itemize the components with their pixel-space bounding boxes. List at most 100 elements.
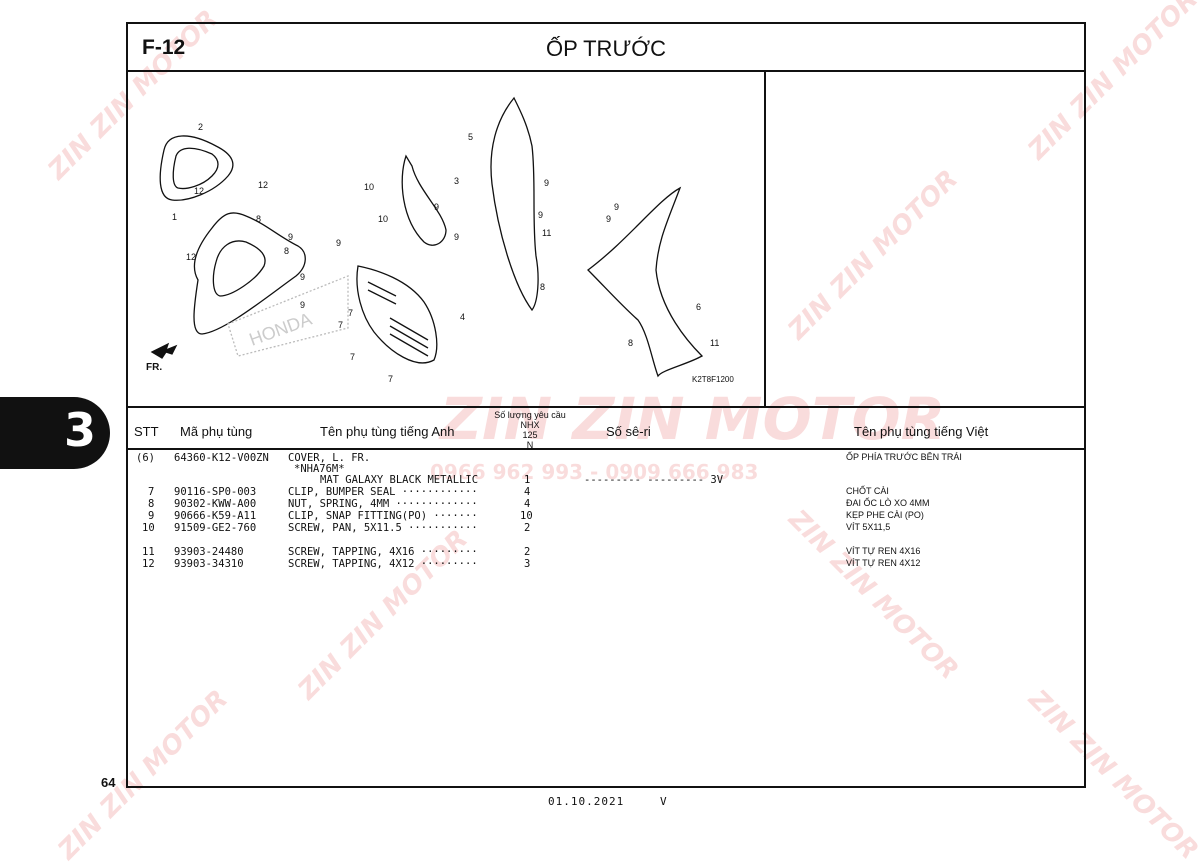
cell-part-no: 90116-SP0-003 bbox=[174, 486, 257, 498]
page-number: 64 bbox=[101, 775, 116, 790]
svg-text:7: 7 bbox=[350, 352, 355, 362]
part-4-shape bbox=[356, 265, 438, 364]
part-3-shape bbox=[401, 154, 447, 246]
cell-name-en: NUT, SPRING, 4MM ············· bbox=[288, 498, 478, 510]
table-header: STT Mã phụ tùng Tên phụ tùng tiếng Anh S… bbox=[128, 406, 1084, 450]
svg-text:9: 9 bbox=[614, 202, 619, 212]
svg-text:12: 12 bbox=[186, 252, 196, 262]
svg-text:3: 3 bbox=[454, 176, 459, 186]
svg-text:9: 9 bbox=[544, 178, 549, 188]
svg-text:9: 9 bbox=[434, 202, 439, 212]
cell-name-en: SCREW, TAPPING, 4X12 ········· bbox=[288, 558, 478, 570]
cell-name-en: MAT GALAXY BLACK METALLIC bbox=[320, 474, 479, 486]
cell-name-en: SCREW, TAPPING, 4X16 ········· bbox=[288, 546, 478, 558]
cell-name-en: *NHA76M* bbox=[294, 463, 345, 475]
cell-stt: (6) bbox=[136, 452, 155, 464]
svg-text:6: 6 bbox=[696, 302, 701, 312]
cell-qty: 2 bbox=[524, 522, 531, 534]
col-serial: Số sê-ri bbox=[606, 424, 651, 439]
part-2-shape bbox=[159, 135, 234, 201]
svg-text:9: 9 bbox=[288, 232, 293, 242]
svg-text:9: 9 bbox=[300, 272, 305, 282]
cell-stt: 7 bbox=[148, 486, 155, 498]
cell-qty: 3 bbox=[524, 558, 531, 570]
svg-text:11: 11 bbox=[710, 338, 719, 348]
svg-text:9: 9 bbox=[454, 232, 459, 242]
part-6-shape bbox=[587, 186, 704, 378]
svg-text:8: 8 bbox=[540, 282, 545, 292]
cell-part-no: 93903-34310 bbox=[174, 558, 244, 570]
parts-sheet: F-12 ỐP TRƯỚC bbox=[126, 22, 1086, 788]
cell-name-en: CLIP, SNAP FITTING(PO) ······· bbox=[288, 510, 478, 522]
cell-qty: 4 bbox=[524, 486, 531, 498]
cell-stt: 8 bbox=[148, 498, 155, 510]
svg-text:9: 9 bbox=[336, 238, 341, 248]
part-5-shape bbox=[490, 96, 539, 312]
svg-text:9: 9 bbox=[300, 300, 305, 310]
svg-text:1: 1 bbox=[172, 212, 177, 222]
svg-text:7: 7 bbox=[338, 320, 343, 330]
svg-text:10: 10 bbox=[378, 214, 388, 224]
cell-stt: 11 bbox=[142, 546, 155, 558]
cell-qty: 2 bbox=[524, 546, 531, 558]
svg-text:12: 12 bbox=[194, 186, 204, 196]
svg-text:8: 8 bbox=[284, 246, 289, 256]
front-arrow bbox=[150, 342, 178, 359]
svg-text:10: 10 bbox=[364, 182, 374, 192]
part-1-shape bbox=[193, 212, 306, 335]
brand-text: HONDA bbox=[247, 309, 315, 350]
svg-text:12: 12 bbox=[258, 180, 268, 190]
title-bar: F-12 ỐP TRƯỚC bbox=[128, 24, 1084, 72]
cell-part-no: 90666-K59-A11 bbox=[174, 510, 257, 522]
qty-nhx: NHX bbox=[520, 420, 540, 430]
cell-name-en: CLIP, BUMPER SEAL ············ bbox=[288, 486, 478, 498]
col-name-en: Tên phụ tùng tiếng Anh bbox=[320, 424, 455, 439]
cell-name-vi: KẸP PHE CÀI (PO) bbox=[846, 510, 924, 520]
cell-qty: 1 bbox=[524, 474, 531, 486]
footer-version: V bbox=[660, 795, 667, 808]
cell-part-no: 90302-KWW-A00 bbox=[174, 498, 257, 510]
cell-name-vi: VÍT TỰ REN 4X12 bbox=[846, 558, 921, 568]
diagram-ref-code: K2T8F1200 bbox=[692, 375, 734, 384]
cell-stt: 9 bbox=[148, 510, 155, 522]
col-part-no: Mã phụ tùng bbox=[180, 424, 253, 439]
direction-label: FR. bbox=[146, 362, 162, 373]
cell-name-vi: VÍT TỰ REN 4X16 bbox=[846, 546, 921, 556]
svg-text:9: 9 bbox=[538, 210, 543, 220]
qty-n: N bbox=[526, 440, 534, 450]
svg-text:9: 9 bbox=[606, 214, 611, 224]
cell-name-en: COVER, L. FR. bbox=[288, 452, 371, 464]
col-stt: STT bbox=[134, 424, 159, 439]
cell-qty: 4 bbox=[524, 498, 531, 510]
cell-part-no: 64360-K12-V00ZN bbox=[174, 452, 269, 464]
qty-title: Số lượng yêu cầu bbox=[494, 410, 566, 420]
cell-part-no: 93903-24480 bbox=[174, 546, 244, 558]
cell-name-vi: VÍT 5X11,5 bbox=[846, 522, 891, 532]
col-name-vi: Tên phụ tùng tiếng Việt bbox=[854, 424, 989, 439]
col-qty: Số lượng yêu cầu NHX 125 N bbox=[490, 410, 570, 450]
cell-serial: --------- --------- 3V bbox=[584, 474, 724, 486]
cell-name-vi: ỐP PHÍA TRƯỚC BÊN TRÁI bbox=[846, 452, 962, 462]
svg-text:7: 7 bbox=[348, 308, 353, 318]
chapter-number: 3 bbox=[63, 403, 96, 457]
cell-qty: 10 bbox=[520, 510, 533, 522]
cell-stt: 12 bbox=[142, 558, 155, 570]
svg-text:4: 4 bbox=[460, 312, 465, 322]
svg-text:8: 8 bbox=[628, 338, 633, 348]
figure-code: F-12 bbox=[142, 36, 186, 59]
svg-text:5: 5 bbox=[468, 132, 473, 142]
footer-date: 01.10.2021 bbox=[548, 795, 625, 808]
figure-title: ỐP TRƯỚC bbox=[546, 36, 666, 61]
cell-stt: 10 bbox=[142, 522, 155, 534]
svg-text:7: 7 bbox=[388, 374, 393, 384]
cell-name-vi: CHỐT CÀI bbox=[846, 486, 889, 496]
cell-part-no: 91509-GE2-760 bbox=[174, 522, 257, 534]
qty-125: 125 bbox=[522, 430, 538, 440]
svg-text:8: 8 bbox=[256, 214, 261, 224]
chapter-tab: 3 bbox=[0, 397, 110, 469]
cell-name-en: SCREW, PAN, 5X11.5 ··········· bbox=[288, 522, 478, 534]
svg-text:2: 2 bbox=[198, 122, 203, 132]
